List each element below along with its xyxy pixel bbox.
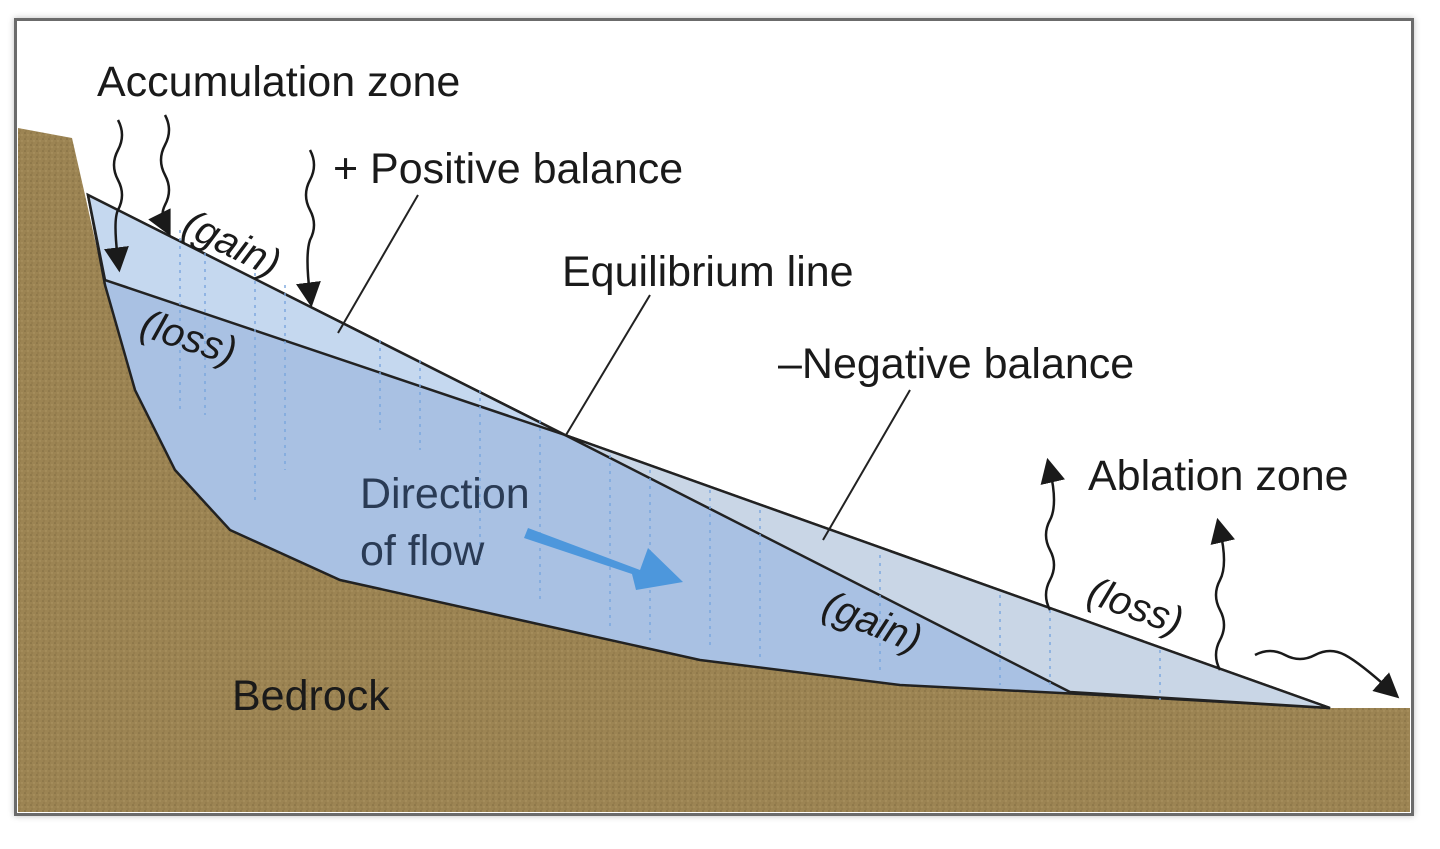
equilibrium-line-label: Equilibrium line bbox=[562, 248, 854, 296]
ablation-arrows bbox=[1040, 457, 1400, 699]
accumulation-zone-label: Accumulation zone bbox=[97, 58, 460, 106]
negative-balance-label: –Negative balance bbox=[778, 340, 1134, 388]
positive-balance-label: + Positive balance bbox=[333, 145, 683, 193]
bedrock-shape bbox=[18, 128, 1410, 812]
direction-of-flow-line1: Direction bbox=[360, 470, 530, 518]
ablation-wedge bbox=[564, 433, 1331, 710]
flow-arrow bbox=[524, 528, 683, 590]
ice-texture bbox=[179, 230, 1161, 700]
accumulation-wedge bbox=[86, 192, 566, 437]
direction-of-flow-line2: of flow bbox=[360, 527, 485, 575]
bedrock-label: Bedrock bbox=[232, 672, 390, 720]
leader-lines bbox=[337, 194, 911, 541]
accumulation-arrows bbox=[104, 114, 321, 308]
ablation-zone-label: Ablation zone bbox=[1088, 452, 1349, 500]
